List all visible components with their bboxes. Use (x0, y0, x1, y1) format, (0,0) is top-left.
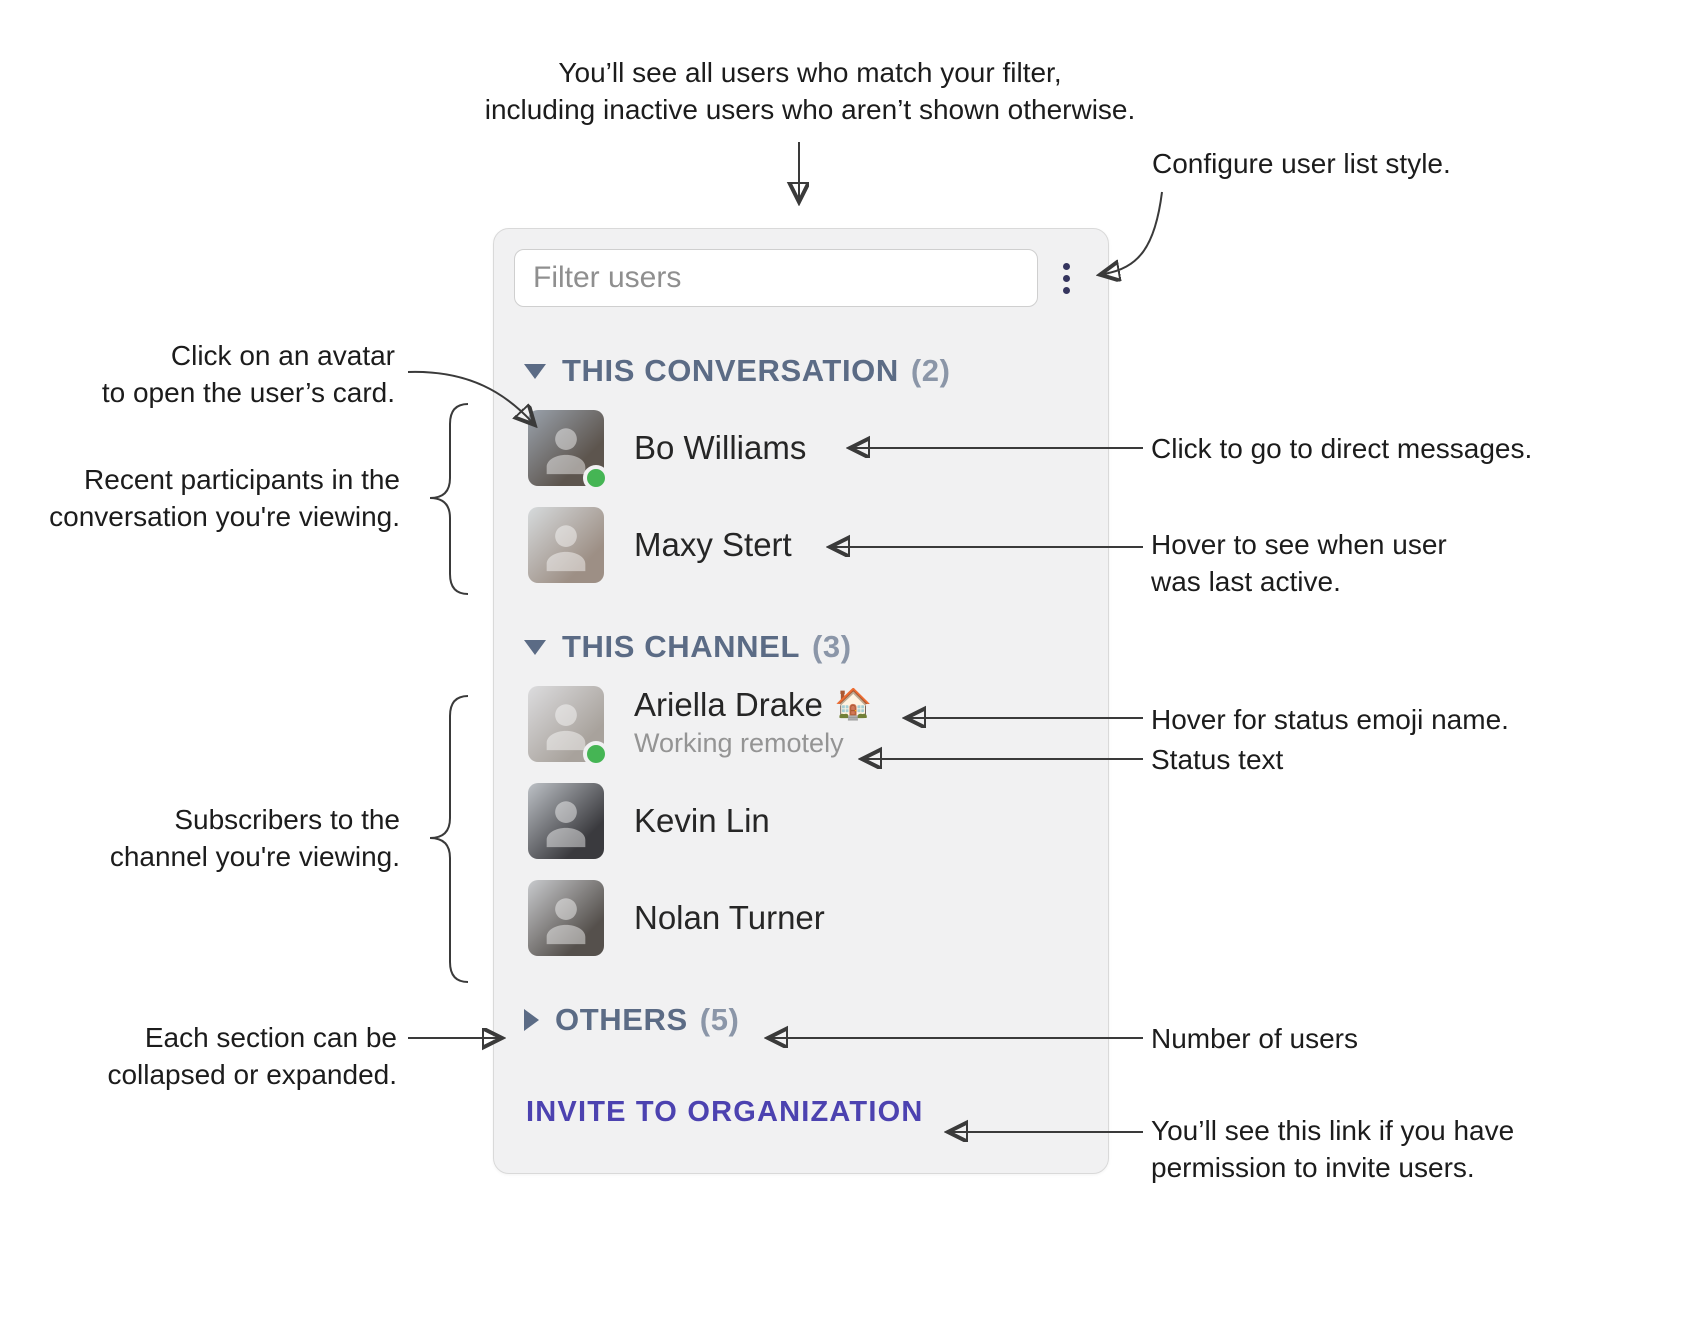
user-name[interactable]: Bo Williams (634, 429, 806, 467)
filter-row (514, 249, 1088, 307)
user-name-text: Nolan Turner (634, 899, 825, 937)
user-list-panel: THIS CONVERSATION (2) Bo Williams (493, 228, 1109, 1174)
avatar[interactable] (528, 783, 604, 859)
section-label: THIS CHANNEL (562, 629, 800, 664)
section-label: THIS CONVERSATION (562, 353, 899, 388)
note-status-emoji: Hover for status emoji name. (1151, 702, 1571, 739)
note-line: channel you're viewing. (109, 840, 400, 872)
connector-configure (1104, 191, 1163, 274)
note-configure-style: Configure user list style. (1152, 146, 1572, 183)
person-silhouette-icon (546, 800, 586, 847)
triangle-down-icon (524, 363, 546, 379)
invite-to-organization-link[interactable]: INVITE TO ORGANIZATION (526, 1096, 924, 1128)
section-this-conversation: THIS CONVERSATION (2) Bo Williams (514, 353, 1088, 583)
note-line: You’ll see all users who match your filt… (558, 57, 1062, 88)
user-text: Nolan Turner (634, 899, 825, 937)
note-user-count: Number of users (1151, 1021, 1451, 1058)
note-line: You’ll see this link if you have (1151, 1115, 1515, 1146)
note-filter-results: You’ll see all users who match your filt… (420, 55, 1200, 129)
section-label: OTHERS (555, 1002, 688, 1037)
user-name-text: Kevin Lin (634, 802, 770, 840)
user-text: Kevin Lin (634, 802, 770, 840)
user-status-text: Working remotely (634, 727, 844, 758)
kebab-icon (1062, 274, 1070, 282)
note-line: collapsed or expanded. (107, 1058, 397, 1090)
kebab-icon (1062, 286, 1070, 294)
person-silhouette-icon (546, 427, 586, 474)
online-dot-icon (583, 465, 609, 491)
filter-users-input[interactable] (514, 249, 1038, 307)
online-dot-icon (583, 741, 609, 767)
note-line: Hover to see when user (1151, 529, 1447, 560)
user-list-style-menu-button[interactable] (1044, 257, 1088, 300)
section-header-this-conversation[interactable]: THIS CONVERSATION (2) (524, 353, 1088, 389)
note-status-text: Status text (1151, 742, 1451, 779)
note-line: was last active. (1151, 565, 1341, 597)
user-row[interactable]: Nolan Turner (528, 880, 1088, 956)
note-line: Hover for status emoji name. (1151, 704, 1509, 735)
user-name-text: Ariella Drake (634, 686, 823, 723)
user-row[interactable]: Kevin Lin (528, 783, 1088, 859)
avatar[interactable] (528, 686, 609, 767)
user-text: Maxy Stert (634, 526, 792, 564)
person-silhouette-icon (546, 897, 586, 944)
user-row[interactable]: Maxy Stert (528, 507, 1088, 583)
triangle-right-icon (524, 1009, 539, 1031)
section-count: (5) (699, 1002, 740, 1037)
note-line: Each section can be (144, 1022, 397, 1053)
person-silhouette-icon (546, 524, 586, 571)
user-row[interactable]: Ariella Drake 🏠 Working remotely (528, 686, 1088, 767)
user-name[interactable]: Kevin Lin (634, 802, 770, 840)
note-line: Click on an avatar (170, 340, 395, 371)
note-subscribers: Subscribers to the channel you're viewin… (45, 802, 400, 876)
status-emoji-icon[interactable]: 🏠 (834, 687, 873, 721)
note-avatar-card: Click on an avatar to open the user’s ca… (80, 338, 395, 412)
triangle-down-icon (524, 639, 546, 655)
note-line: including inactive users who aren’t show… (484, 93, 1136, 125)
user-text: Bo Williams (634, 429, 806, 467)
brace-recent-participants (429, 403, 469, 595)
section-header-others[interactable]: OTHERS (5) (524, 1002, 1088, 1038)
note-last-active: Hover to see when user was last active. (1151, 527, 1491, 601)
note-line: Click to go to direct messages. (1151, 433, 1533, 464)
user-name[interactable]: Maxy Stert (634, 526, 792, 564)
note-invite-permission: You’ll see this link if you have permiss… (1151, 1113, 1551, 1187)
avatar[interactable] (528, 410, 609, 491)
avatar[interactable] (528, 880, 604, 956)
user-name-text: Maxy Stert (634, 526, 792, 564)
note-line: conversation you're viewing. (49, 500, 400, 532)
user-text: Ariella Drake 🏠 Working remotely (634, 686, 872, 759)
person-silhouette-icon (546, 703, 586, 750)
note-collapse-sections: Each section can be collapsed or expande… (80, 1020, 397, 1094)
brace-subscribers (429, 695, 469, 983)
user-name[interactable]: Nolan Turner (634, 899, 825, 937)
note-line: permission to invite users. (1151, 1151, 1475, 1183)
section-this-channel: THIS CHANNEL (3) Ariella Drake 🏠 Working… (514, 629, 1088, 956)
note-direct-messages: Click to go to direct messages. (1151, 431, 1571, 468)
section-header-this-channel[interactable]: THIS CHANNEL (3) (524, 629, 1088, 665)
user-name-text: Bo Williams (634, 429, 807, 467)
note-line: to open the user’s card. (101, 376, 395, 408)
user-name[interactable]: Ariella Drake 🏠 (634, 686, 872, 724)
note-line: Configure user list style. (1152, 148, 1451, 179)
section-others: OTHERS (5) (514, 1002, 1088, 1038)
note-line: Number of users (1151, 1023, 1358, 1054)
kebab-icon (1062, 262, 1070, 270)
user-row[interactable]: Bo Williams (528, 410, 1088, 491)
section-count: (2) (910, 353, 951, 388)
note-line: Subscribers to the (174, 804, 400, 835)
note-recent-participants: Recent participants in the conversation … (45, 462, 400, 536)
note-line: Recent participants in the (84, 464, 400, 495)
section-count: (3) (811, 629, 852, 664)
note-line: Status text (1151, 744, 1284, 775)
avatar[interactable] (528, 507, 604, 583)
